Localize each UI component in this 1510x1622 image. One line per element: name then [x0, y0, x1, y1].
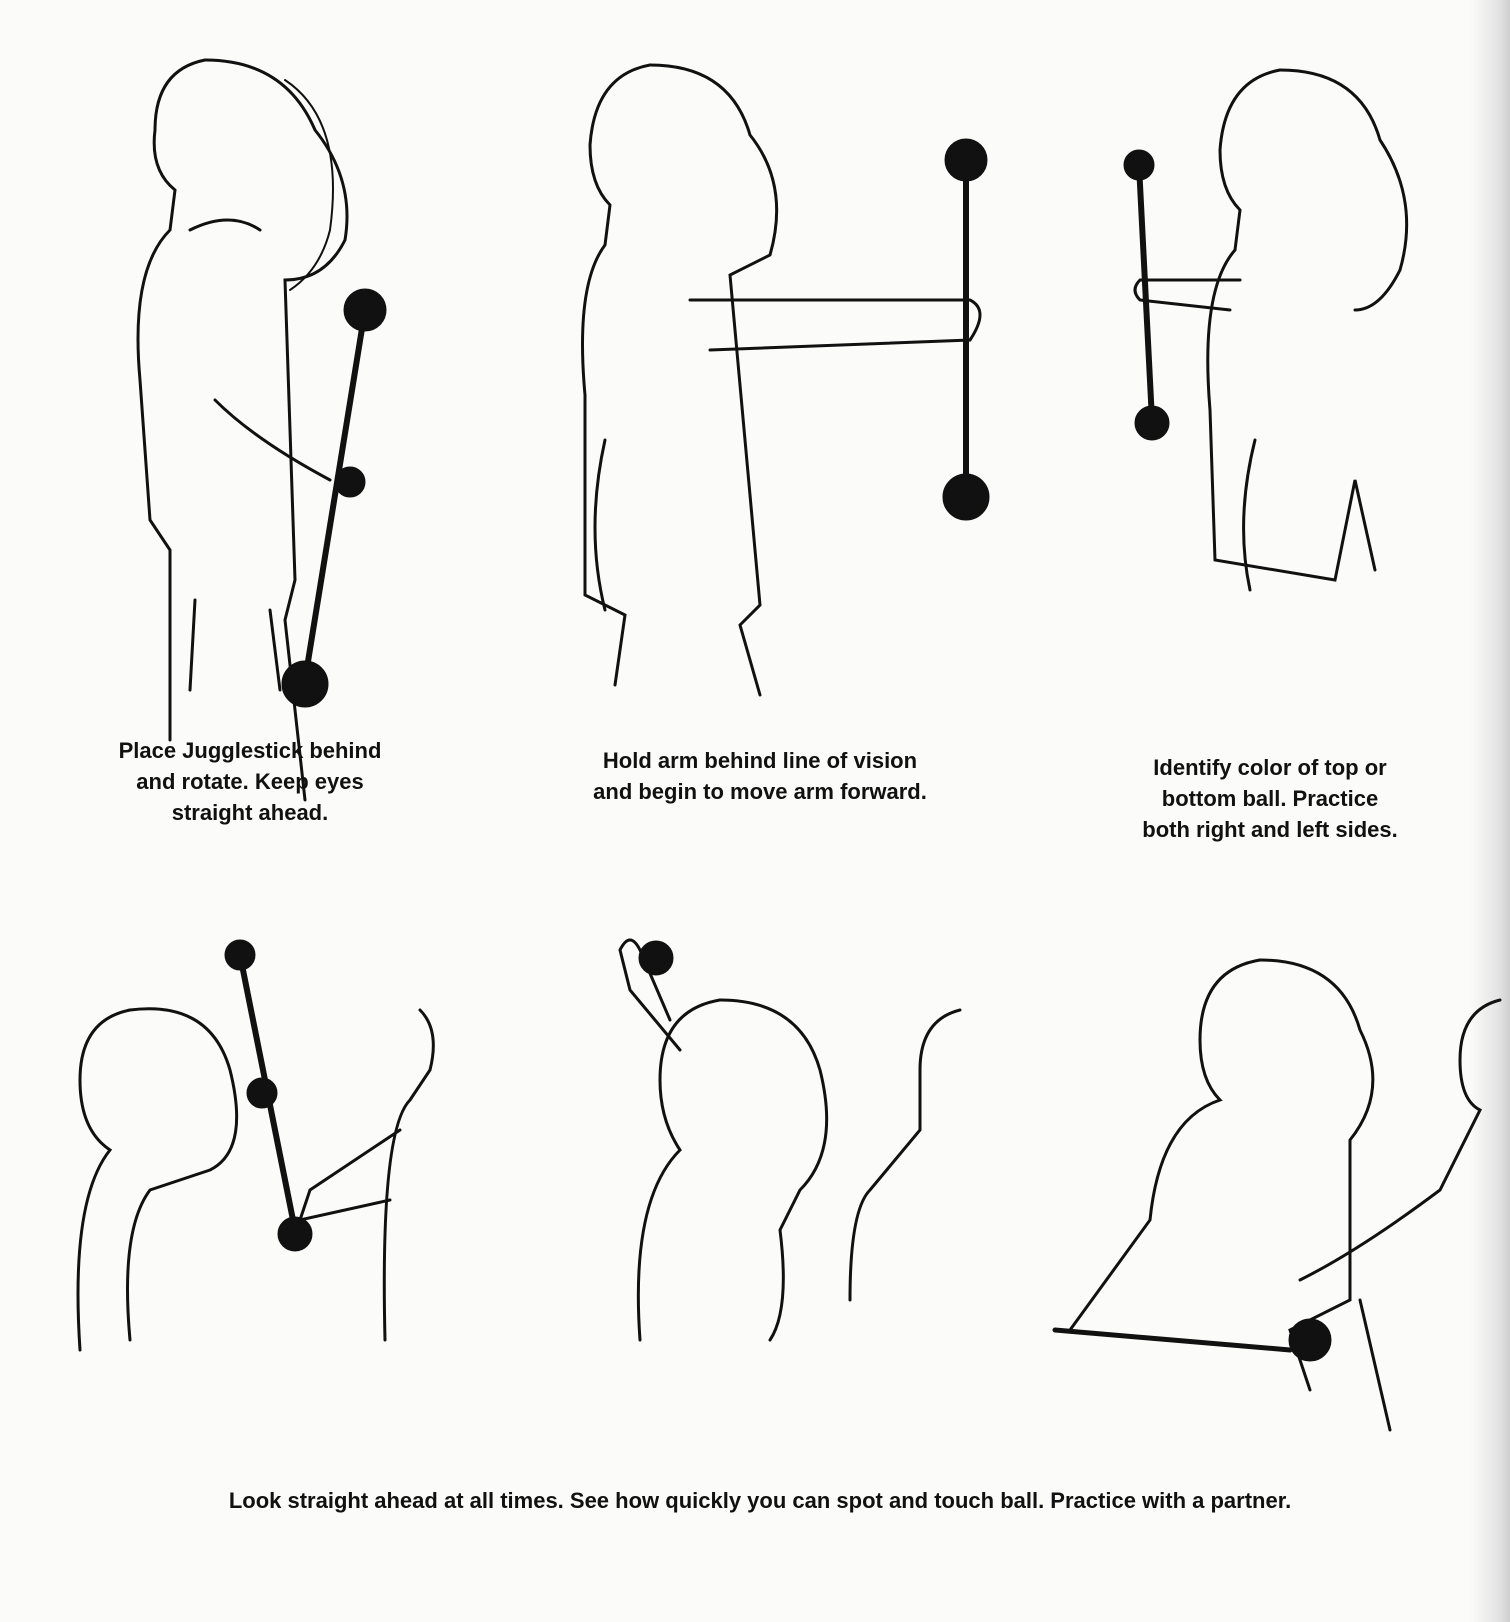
bottom-caption: Look straight ahead at all times. See ho…: [228, 1488, 1292, 1513]
page-edge-shadow: [1470, 0, 1510, 1622]
caption-line: Hold arm behind line of vision: [602, 748, 918, 773]
panel-1-caption: Place Jugglestick behind and rotate. Kee…: [60, 735, 440, 828]
caption-line: both right and left sides.: [1142, 817, 1398, 842]
figure-3-woman-holding-stick: [1133, 68, 1409, 592]
caption-line: bottom ball. Practice: [1161, 786, 1379, 811]
caption-line: straight ahead.: [171, 800, 329, 825]
figure-2-woman-arm-extended: [581, 63, 982, 697]
panel-2-caption: Hold arm behind line of vision and begin…: [540, 745, 980, 807]
jugglestick-1: [281, 288, 387, 708]
figure-5-woman-touching-ball: [618, 938, 962, 1342]
figure-4-woman-and-partner: [76, 939, 435, 1352]
caption-line: and begin to move arm forward.: [593, 779, 927, 804]
figure-1-woman-side-view: [136, 58, 349, 802]
jugglestick-3: [1123, 149, 1170, 441]
panel-3-caption: Identify color of top or bottom ball. Pr…: [1090, 752, 1450, 845]
figure-6-woman-and-partner-behind: [1052, 958, 1502, 1432]
jugglestick-2: [942, 138, 990, 521]
caption-line: Identify color of top or: [1153, 755, 1387, 780]
caption-line: Place Jugglestick behind: [118, 738, 382, 763]
caption-line: and rotate. Keep eyes: [136, 769, 364, 794]
